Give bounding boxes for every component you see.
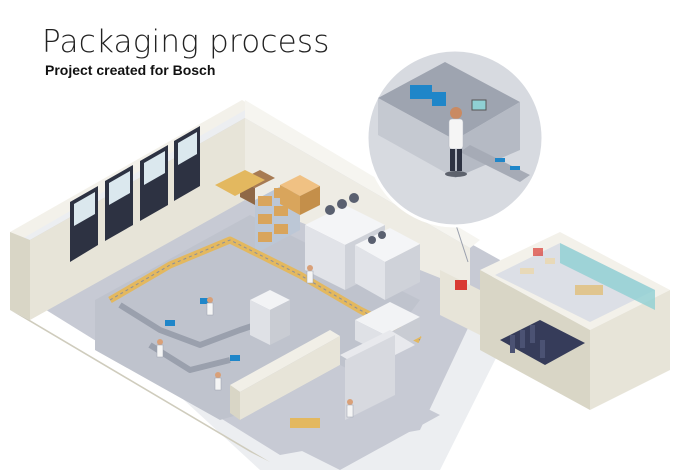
callout-operator xyxy=(445,107,467,177)
lower-packing-room xyxy=(240,330,440,470)
inner-partition-wall xyxy=(230,330,340,420)
control-panel-screen xyxy=(471,99,487,111)
server-room xyxy=(500,320,585,365)
fire-safety-sign xyxy=(455,280,467,290)
cold-storage-unit-2 xyxy=(355,228,420,300)
callout-leader-line xyxy=(454,221,469,263)
glass-meeting-room xyxy=(560,243,655,310)
worker-3 xyxy=(214,372,222,391)
worker-1 xyxy=(206,297,214,316)
worker-2 xyxy=(156,339,164,358)
office-lounge xyxy=(520,248,555,274)
packaging-machine-1 xyxy=(250,290,290,345)
pallet-area xyxy=(215,170,265,196)
callout-blue-sealer xyxy=(410,85,432,99)
meeting-table xyxy=(575,285,603,295)
callout-conveyor xyxy=(460,145,530,182)
zoom-callout xyxy=(365,48,545,228)
page-title: Packaging process xyxy=(42,24,330,60)
dock-door-2 xyxy=(105,165,133,241)
callout-machine xyxy=(378,62,520,178)
worker-4 xyxy=(346,399,354,418)
worker-5 xyxy=(306,265,314,284)
dock-door-1 xyxy=(70,186,98,262)
loading-dock-doors xyxy=(70,126,200,262)
blue-machine-parts xyxy=(165,298,240,361)
dock-door-4 xyxy=(174,126,200,201)
page-subtitle: Project created for Bosch xyxy=(45,62,216,78)
left-outer-wall xyxy=(10,232,270,462)
dock-door-3 xyxy=(140,145,168,221)
